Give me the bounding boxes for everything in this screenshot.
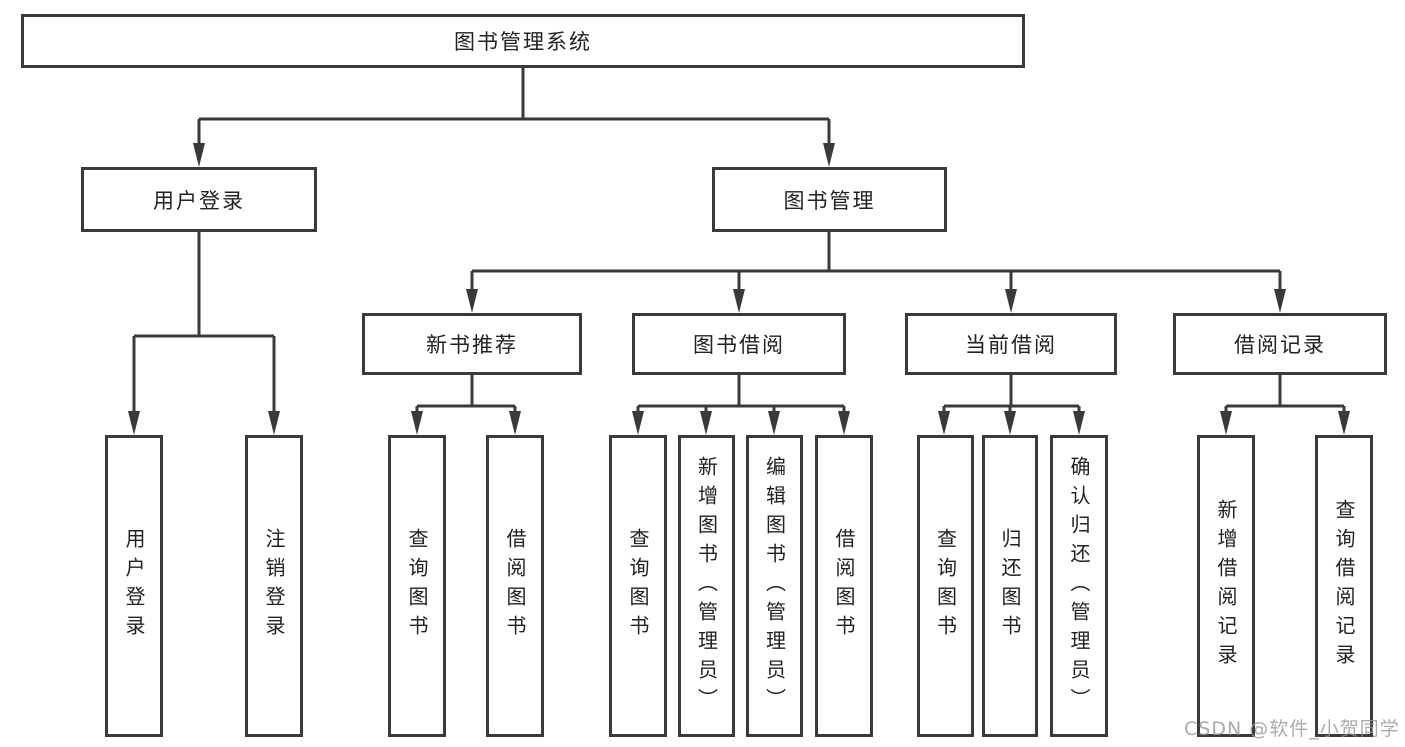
- leaf-query-books-recommend-label: 查询图书: [405, 528, 429, 644]
- leaf-add-borrow-record: 新增借阅记录: [1197, 435, 1255, 737]
- leaf-borrow-books-label: 借阅图书: [832, 528, 856, 644]
- connector-recommend-to-leaves: [415, 375, 517, 414]
- node-new-book-recommend: 新书推荐: [362, 313, 582, 375]
- connector-current-to-leaves: [942, 375, 1081, 414]
- connector-records-to-leaves: [1224, 375, 1346, 414]
- node-user-login-module-label: 用户登录: [153, 188, 245, 213]
- leaf-query-books-current: 查询图书: [917, 435, 974, 737]
- leaf-query-books-borrow: 查询图书: [609, 435, 667, 737]
- node-current-borrow-label: 当前借阅: [965, 333, 1057, 357]
- leaf-borrow-books-recommend: 借阅图书: [486, 435, 544, 737]
- node-book-system: 图书管理系统: [21, 14, 1025, 68]
- node-user-login-module: 用户登录: [81, 167, 317, 232]
- connector-borrow-to-leaves: [636, 375, 846, 414]
- node-book-system-label: 图书管理系统: [454, 30, 592, 54]
- connector-userlogin-to-leaves: [132, 232, 276, 414]
- arrowheads: [128, 143, 1350, 435]
- node-book-borrow: 图书借阅: [632, 313, 846, 375]
- leaf-query-books-recommend: 查询图书: [388, 435, 446, 737]
- leaf-return-books-label: 归还图书: [998, 528, 1022, 644]
- leaf-query-books-borrow-label: 查询图书: [626, 528, 650, 644]
- leaf-query-borrow-record-label: 查询借阅记录: [1332, 499, 1356, 673]
- leaf-add-borrow-record-label: 新增借阅记录: [1214, 499, 1238, 673]
- leaf-user-login: 用户登录: [105, 435, 163, 737]
- leaf-confirm-return-admin: 确认归还（管理员）: [1050, 435, 1108, 737]
- leaf-edit-books-admin: 编辑图书（管理员）: [746, 435, 803, 737]
- leaf-edit-books-admin-label: 编辑图书（管理员）: [762, 455, 787, 717]
- node-borrow-records: 借阅记录: [1173, 313, 1387, 375]
- leaf-query-books-current-label: 查询图书: [933, 528, 958, 644]
- node-book-management-label: 图书管理: [783, 188, 876, 213]
- node-book-management: 图书管理: [712, 167, 947, 232]
- node-book-borrow-label: 图书借阅: [693, 333, 785, 357]
- leaf-query-borrow-record: 查询借阅记录: [1315, 435, 1373, 737]
- connector-root-to-level2: [197, 68, 831, 146]
- leaf-add-books-admin: 新增图书（管理员）: [678, 435, 735, 737]
- leaf-borrow-books: 借阅图书: [815, 435, 873, 737]
- connector-bookmgmt-to-level3: [470, 232, 1282, 292]
- leaf-borrow-books-recommend-label: 借阅图书: [503, 528, 527, 644]
- leaf-user-login-label: 用户登录: [122, 528, 146, 644]
- node-new-book-recommend-label: 新书推荐: [426, 333, 518, 357]
- node-borrow-records-label: 借阅记录: [1234, 333, 1326, 357]
- leaf-return-books: 归还图书: [982, 435, 1038, 737]
- leaf-logout: 注销登录: [245, 435, 303, 737]
- leaf-confirm-return-admin-label: 确认归还（管理员）: [1067, 455, 1091, 717]
- node-current-borrow: 当前借阅: [905, 313, 1117, 375]
- leaf-logout-label: 注销登录: [262, 528, 286, 644]
- csdn-watermark: CSDN @软件_小贺同学: [1184, 718, 1400, 740]
- leaf-add-books-admin-label: 新增图书（管理员）: [694, 455, 719, 717]
